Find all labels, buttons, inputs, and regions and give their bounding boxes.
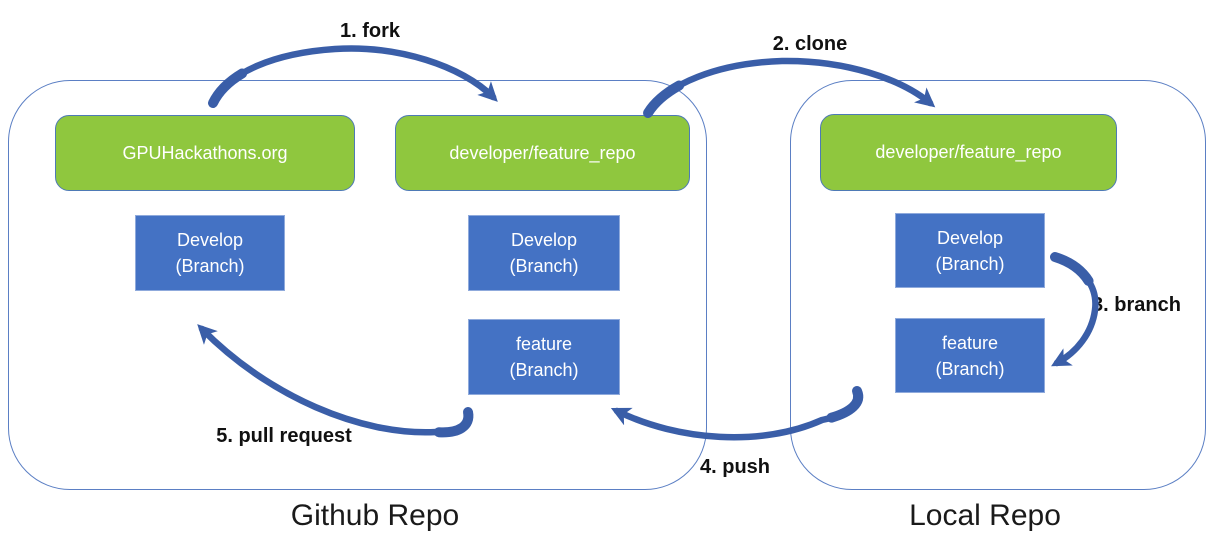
local-clone-repo-label: developer/feature_repo [875, 142, 1062, 162]
branch-suffix: (Branch) [935, 358, 1005, 379]
branch-suffix: (Branch) [175, 256, 245, 276]
github-fork-repo-label: developer/feature_repo [449, 142, 636, 163]
github-fork-repo-box: developer/feature_repo [395, 115, 690, 191]
step-pull-request-label: 5. pull request [216, 425, 352, 447]
fork-feature-branch-box: feature (Branch) [468, 319, 620, 395]
upstream-repo-label: GPUHackathons.org [122, 142, 288, 163]
branch-suffix: (Branch) [935, 253, 1005, 274]
branch-name: Develop [936, 227, 1004, 248]
github-develop-branch-box: Develop (Branch) [135, 215, 285, 291]
upstream-repo-box: GPUHackathons.org [55, 115, 355, 191]
branch-name: Develop [510, 230, 578, 250]
branch-name: Develop [176, 230, 244, 250]
step-fork-label: 1. fork [339, 20, 401, 42]
step-branch-label: 3. branch [1092, 294, 1181, 316]
branch-suffix: (Branch) [509, 256, 579, 276]
branch-name: feature [515, 334, 573, 354]
branch-suffix: (Branch) [509, 360, 579, 380]
branch-name: feature [941, 332, 999, 353]
github-repo-caption: Github Repo [290, 499, 460, 532]
step-clone-label: 2. clone [772, 33, 848, 55]
step-push-label: 4. push [699, 456, 770, 478]
local-repo-container [790, 80, 1206, 490]
local-develop-branch-box: Develop (Branch) [895, 213, 1045, 288]
local-repo-caption: Local Repo [909, 499, 1061, 532]
local-clone-repo-box: developer/feature_repo [820, 114, 1117, 191]
local-feature-branch-box: feature (Branch) [895, 318, 1045, 393]
fork-develop-branch-box: Develop (Branch) [468, 215, 620, 291]
